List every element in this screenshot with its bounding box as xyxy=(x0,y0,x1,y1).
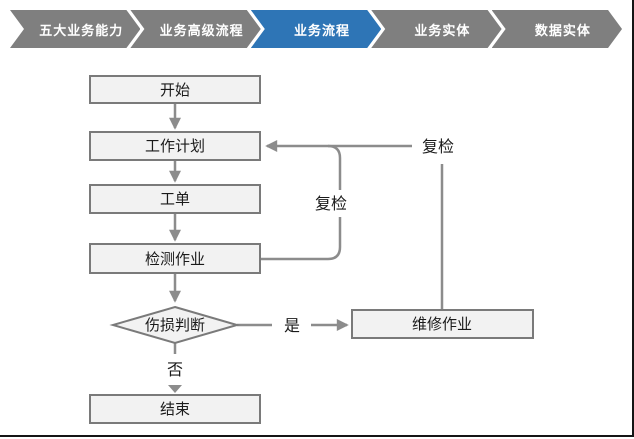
node-work-order-label: 工单 xyxy=(160,190,190,208)
label-no: 否 xyxy=(167,360,183,379)
edge-judge-to-end-arrowhead xyxy=(168,385,182,393)
nav-step-data-entity[interactable]: 数据实体 xyxy=(492,10,622,48)
nav-step-business-entity[interactable]: 业务实体 xyxy=(371,10,501,48)
breadcrumb: 五大业务能力 业务高级流程 业务流程 业务实体 数据实体 xyxy=(10,10,622,48)
node-repair-job xyxy=(351,309,534,339)
label-recheck-inner: 复检 xyxy=(315,194,347,213)
node-inspection-job-label: 检测作业 xyxy=(145,250,205,268)
node-work-plan xyxy=(89,131,261,161)
label-yes: 是 xyxy=(284,316,300,335)
nav-step-business-process[interactable]: 业务流程 xyxy=(251,10,381,48)
node-work-order xyxy=(89,184,261,214)
edge-recheck-inner-lower xyxy=(261,217,342,261)
node-start xyxy=(89,75,261,104)
edge-recheck-inner-upper xyxy=(327,144,342,190)
node-start-label: 开始 xyxy=(160,81,190,99)
node-damage-decision xyxy=(109,305,241,345)
nav-step-high-level-process[interactable]: 业务高级流程 xyxy=(130,10,260,48)
node-inspection-job xyxy=(89,243,261,274)
node-work-plan-label: 工作计划 xyxy=(145,137,205,155)
node-damage-decision-label: 伤损判断 xyxy=(145,316,205,334)
node-end xyxy=(89,394,261,424)
node-end-label: 结束 xyxy=(160,400,190,418)
label-recheck-outer: 复检 xyxy=(422,137,454,156)
nav-step-five-capabilities[interactable]: 五大业务能力 xyxy=(10,10,140,48)
node-repair-job-label: 维修作业 xyxy=(412,315,472,333)
